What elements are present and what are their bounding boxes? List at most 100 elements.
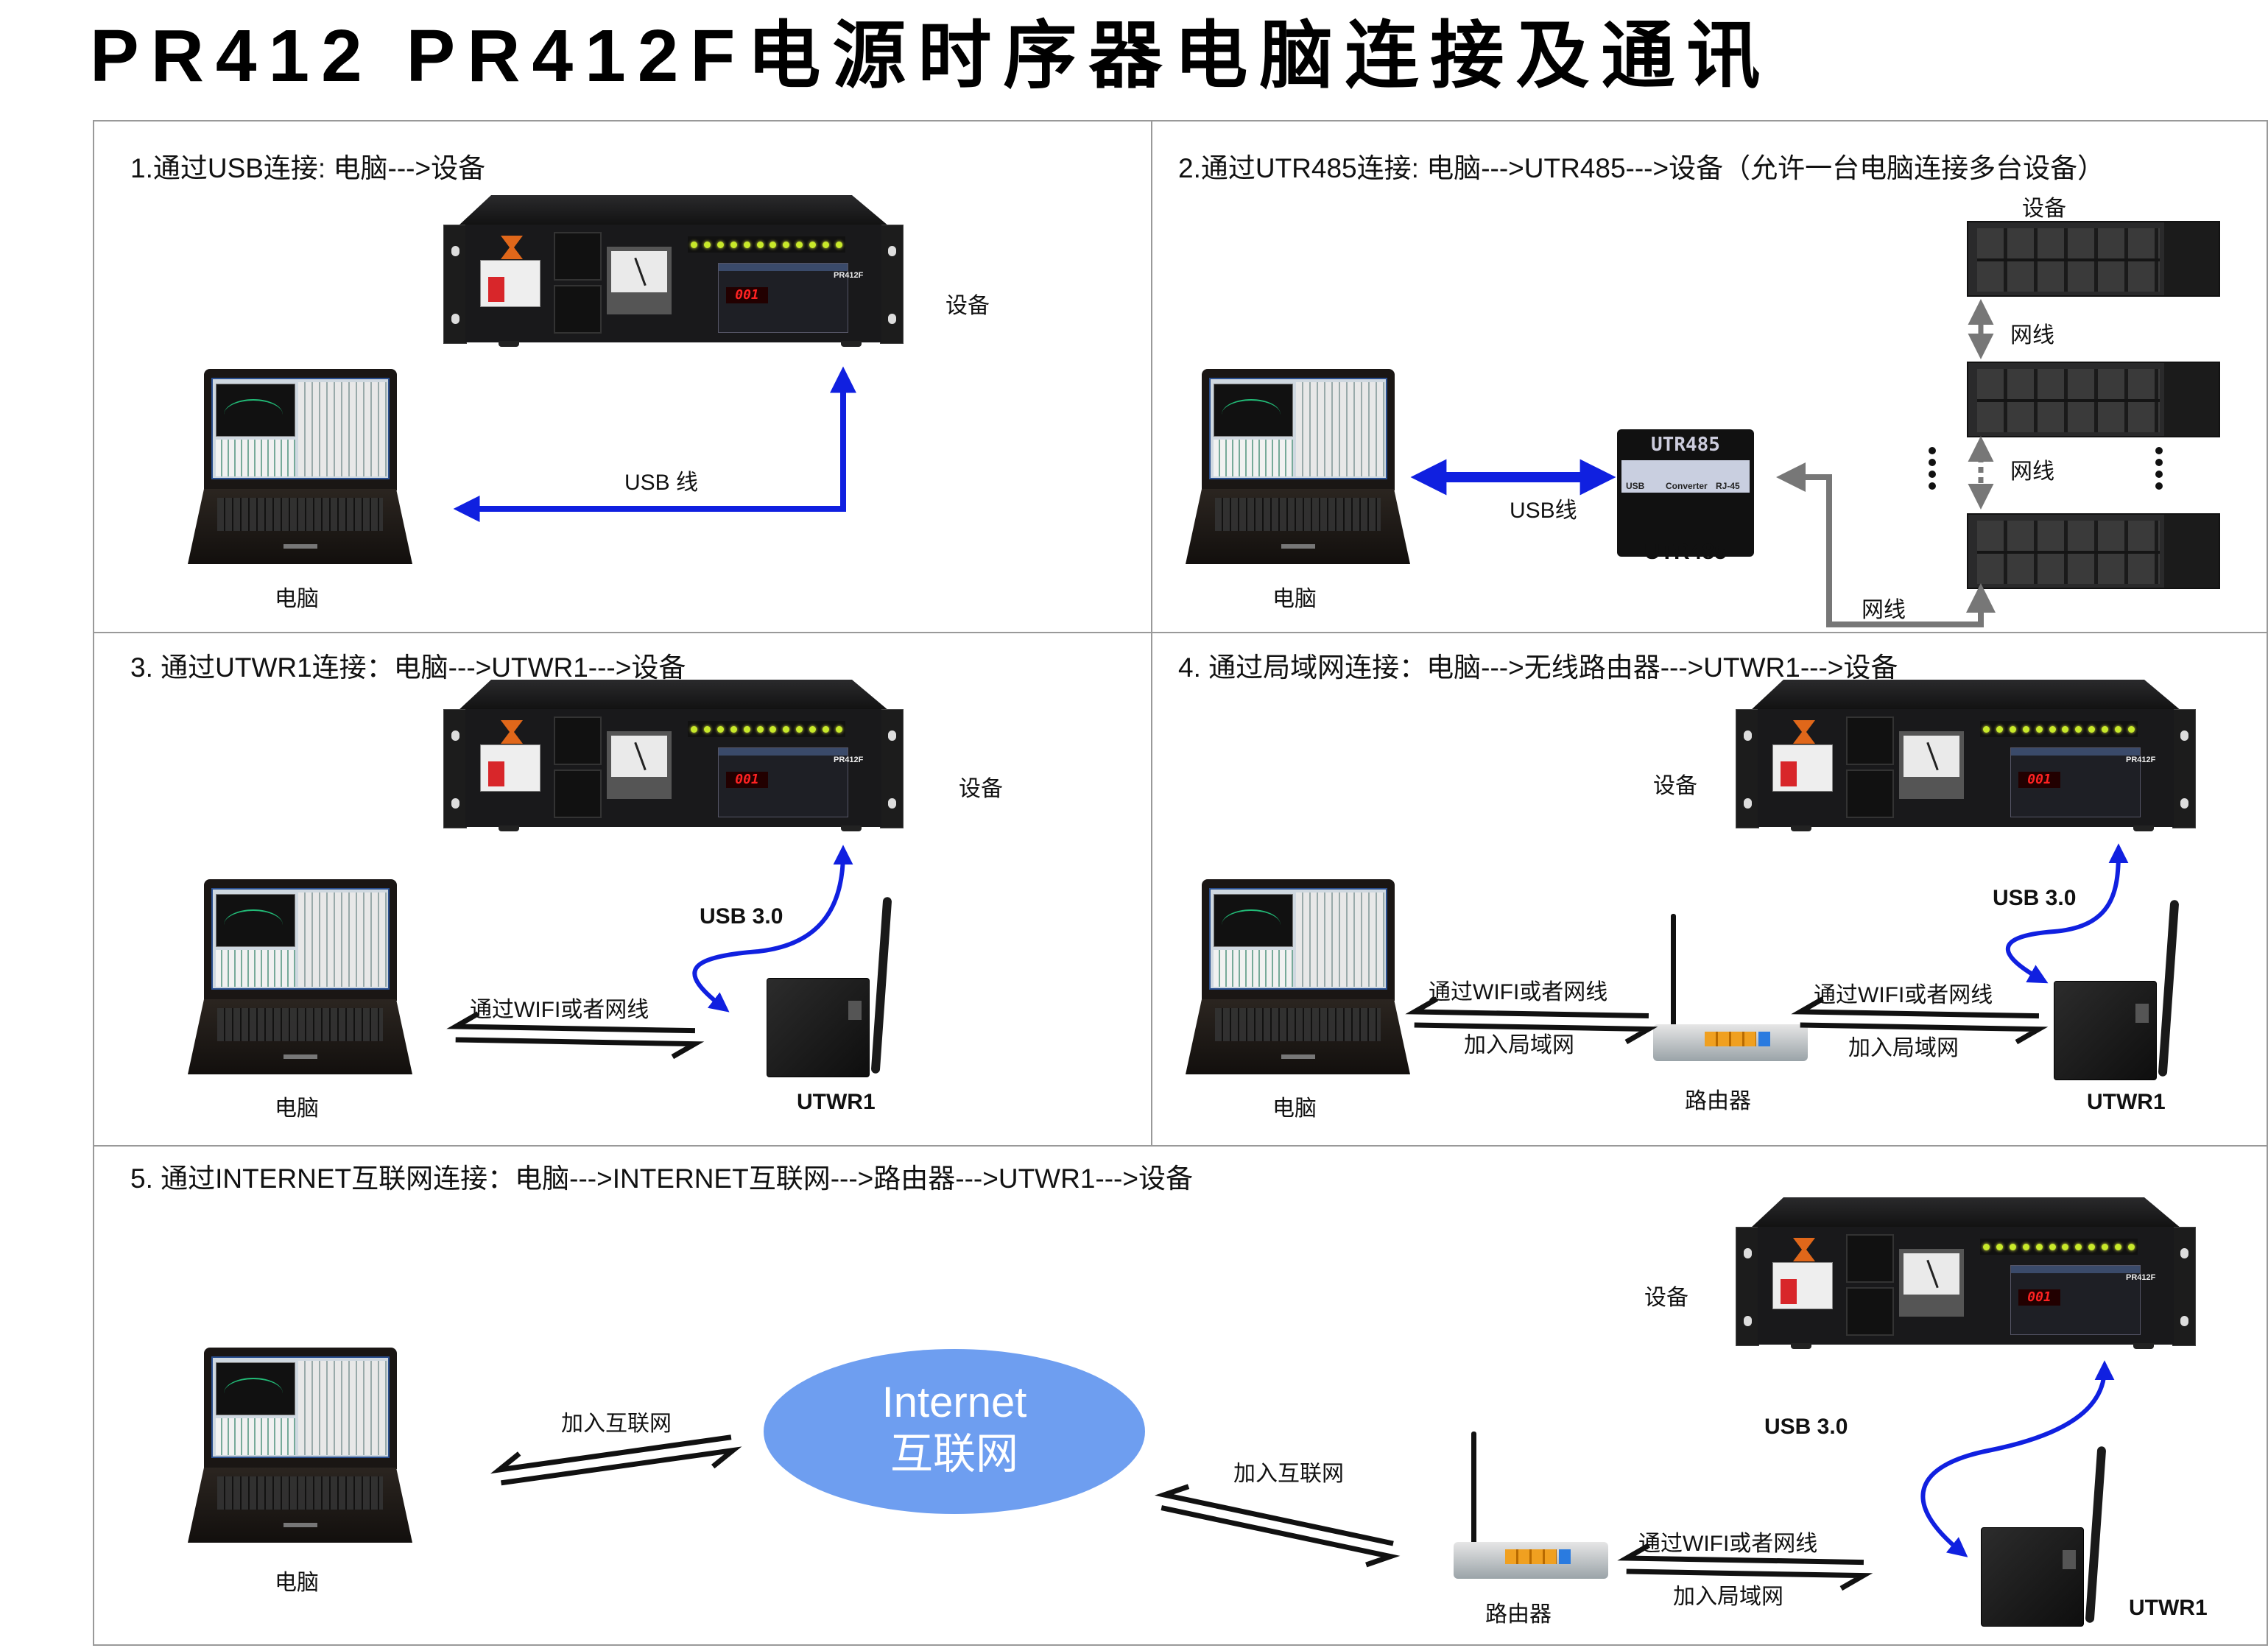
channel-led — [717, 725, 725, 733]
channel-led — [1983, 725, 1990, 733]
utwr1-label: UTWR1 — [2129, 1596, 2208, 1620]
circuit-breaker — [480, 744, 540, 792]
channel-led — [2049, 1243, 2056, 1250]
software-screen — [1209, 888, 1387, 990]
wireless-router — [1454, 1432, 1608, 1579]
channel-led — [835, 241, 842, 248]
laptop — [188, 369, 412, 564]
control-panel: 001 — [718, 747, 848, 817]
power-socket — [1846, 1234, 1894, 1283]
right-harpoon — [1414, 1022, 1658, 1045]
panel1-heading: 1.通过USB连接: 电脑--->设备 — [130, 153, 486, 183]
utr485-rj45-text: RJ-45 — [1716, 481, 1740, 491]
device-label: 设备 — [945, 294, 990, 318]
pc-label: 电脑 — [1272, 587, 1317, 611]
keyboard — [1215, 1008, 1381, 1041]
laptop — [188, 1348, 412, 1543]
pc-label: 电脑 — [275, 1096, 319, 1121]
control-area — [298, 892, 387, 987]
channel-led — [2101, 1243, 2108, 1250]
usb-arrow — [453, 366, 856, 522]
channel-led — [2075, 725, 2082, 733]
circuit-breaker — [1772, 1262, 1833, 1309]
antenna — [1671, 914, 1676, 1046]
software-screen — [211, 1356, 390, 1458]
internet-cloud: Internet 互联网 — [764, 1349, 1145, 1514]
channel-led — [2049, 725, 2056, 733]
channel-led — [691, 241, 698, 248]
model-text: PR412F — [834, 756, 864, 764]
lan-ports — [1505, 1549, 1557, 1564]
channel-led — [822, 725, 829, 733]
keyboard — [217, 1008, 383, 1041]
left-harpoon — [1405, 996, 1649, 1019]
laptop — [188, 879, 412, 1074]
power-socket — [554, 716, 602, 765]
channel-led — [2035, 725, 2043, 733]
channel-led — [704, 241, 711, 248]
left-harpoon — [1617, 1543, 1864, 1566]
channel-led — [756, 725, 764, 733]
control-panel: 001 — [2010, 747, 2141, 817]
channel-led — [756, 241, 764, 248]
cloud-subtitle: 互联网 — [890, 1430, 1018, 1478]
voltmeter — [607, 731, 672, 799]
channel-led — [2062, 1243, 2069, 1250]
model-text: PR412F — [2126, 1273, 2156, 1282]
channel-led — [2114, 1243, 2121, 1250]
sequencer-device: 001 PR412F — [1736, 1197, 2196, 1349]
channel-led — [2075, 1243, 2082, 1250]
channel-led — [822, 241, 829, 248]
usb-cable-label: USB线 — [1510, 499, 1577, 523]
device-foot — [1791, 825, 1811, 831]
wireless-router — [1653, 914, 1808, 1061]
channel-led — [796, 241, 803, 248]
left-harpoon — [1154, 1484, 1394, 1546]
control-area — [1296, 382, 1384, 476]
utr485-label-strip: USB Converter RJ-45 — [1621, 460, 1750, 493]
channel-led — [2127, 1243, 2135, 1250]
wan-port — [1758, 1032, 1770, 1046]
circuit-breaker — [480, 260, 540, 307]
rack-ear — [2172, 1227, 2196, 1346]
device-top — [458, 195, 889, 226]
link-label: 通过WIFI或者网线 — [1638, 1532, 1818, 1556]
panel5-heading: 5. 通过INTERNET互联网连接：电脑--->INTERNET互联网--->… — [130, 1163, 1193, 1194]
internet-join-label: 加入互联网 — [561, 1412, 672, 1436]
lan-label: 加入局域网 — [1464, 1033, 1574, 1057]
rack-device-1 — [1967, 221, 2220, 297]
router-label: 路由器 — [1485, 1602, 1552, 1627]
channel-led — [1996, 1243, 2004, 1250]
bidirectional-link-arrow — [1154, 1484, 1401, 1568]
rack-device-3 — [1967, 513, 2220, 589]
socket-grid — [1977, 228, 2160, 292]
page-title: PR412 PR412F电源时序器电脑连接及通讯 — [90, 15, 1772, 97]
bidirectional-link-arrow — [1791, 996, 2049, 1045]
device-label: 设备 — [2022, 197, 2066, 221]
rack-side-panel — [2164, 515, 2219, 588]
utr485-label: UTR485 — [1644, 540, 1727, 564]
rack-device-2 — [1967, 362, 2220, 437]
power-socket — [554, 285, 602, 334]
led-row — [688, 236, 845, 253]
router-label: 路由器 — [1685, 1089, 1751, 1113]
channel-led — [730, 241, 737, 248]
device-top — [458, 680, 889, 711]
device-foot — [499, 825, 519, 831]
sequencer-device: 001 PR412F — [1736, 680, 2196, 831]
channel-led — [691, 725, 698, 733]
right-harpoon — [455, 1037, 705, 1060]
power-socket — [554, 232, 602, 281]
link-label: 通过WIFI或者网线 — [1814, 983, 1993, 1007]
keyboard — [217, 498, 383, 531]
network-cable-label: 网线 — [2010, 323, 2054, 348]
right-harpoon — [1626, 1568, 1873, 1591]
channel-led — [704, 725, 711, 733]
laptop-lid — [204, 369, 397, 490]
fader-area — [216, 440, 295, 476]
link-label: 通过WIFI或者网线 — [1429, 980, 1608, 1004]
channel-led — [743, 725, 750, 733]
bidirectional-link-arrow — [446, 1011, 705, 1060]
model-text: PR412F — [2126, 756, 2156, 764]
power-socket — [1846, 716, 1894, 765]
